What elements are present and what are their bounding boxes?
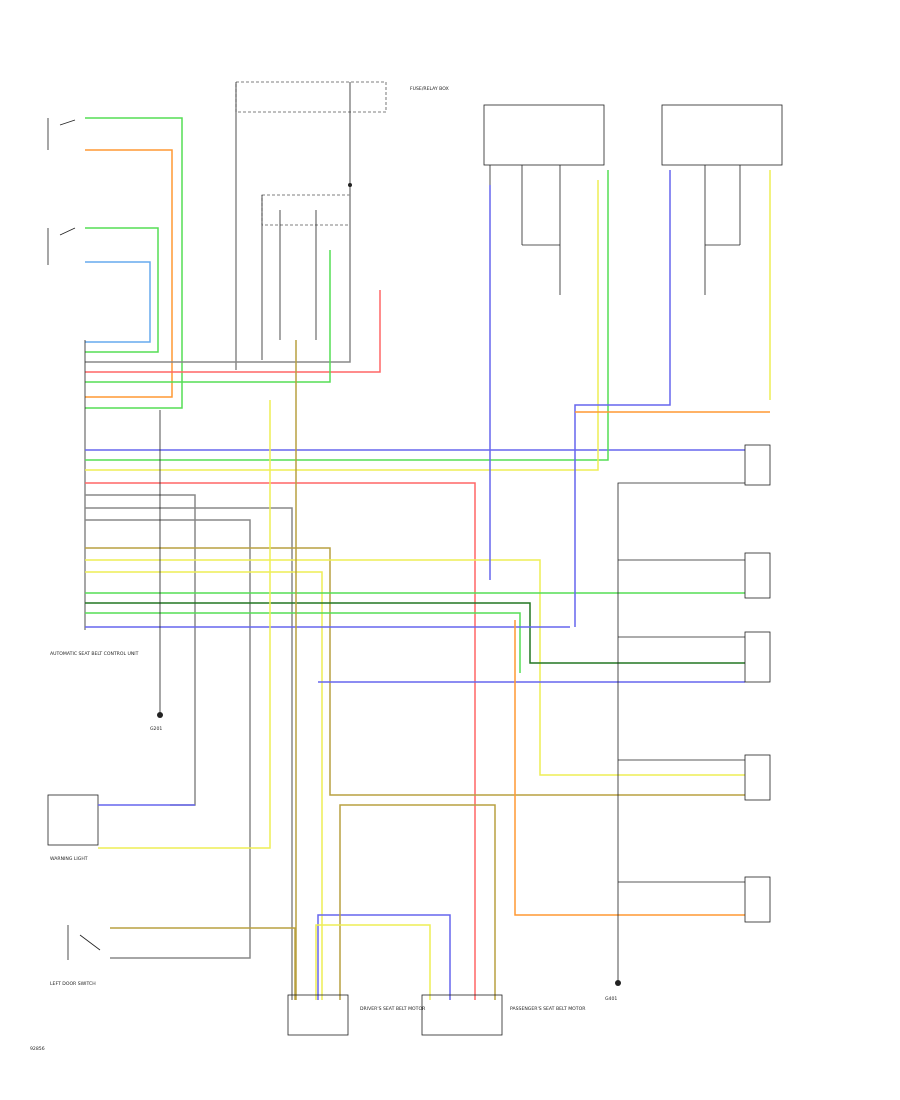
fuse-box-label: FUSE/RELAY BOX — [410, 86, 449, 92]
diagram-code: 92856 — [30, 1046, 45, 1052]
fuse-relay-box: FUSE/RELAY BOX — [235, 81, 449, 370]
right-ground-bus: G401 — [605, 482, 745, 1002]
motor-left: DRIVER'S SEAT BELT MOTOR — [287, 994, 426, 1036]
right-switch-group-b — [661, 104, 783, 295]
left-switch-lower — [47, 227, 76, 265]
switch-retract-label: LEFT DOOR SWITCH — [50, 981, 96, 987]
motor-right-label: PASSENGER'S SEAT BELT MOTOR — [510, 1006, 586, 1012]
ecu-label: AUTOMATIC SEAT BELT CONTROL UNIT — [50, 651, 139, 657]
right-switches — [744, 444, 771, 923]
motor-left-label: DRIVER'S SEAT BELT MOTOR — [360, 1006, 426, 1012]
ground-left-label: G201 — [150, 726, 162, 732]
door-switch: LEFT DOOR SWITCH — [50, 925, 296, 1000]
motor-right: PASSENGER'S SEAT BELT MOTOR — [421, 994, 586, 1036]
left-switch-upper — [47, 118, 76, 150]
left-ground: G201 — [150, 410, 163, 732]
warning-light-label: WARNING LIGHT — [50, 856, 88, 862]
warning-light: WARNING LIGHT — [47, 400, 271, 862]
ecu-connector: AUTOMATIC SEAT BELT CONTROL UNIT — [50, 340, 139, 657]
ground-right-label: G401 — [605, 996, 617, 1002]
right-switch-group-a — [483, 104, 605, 295]
